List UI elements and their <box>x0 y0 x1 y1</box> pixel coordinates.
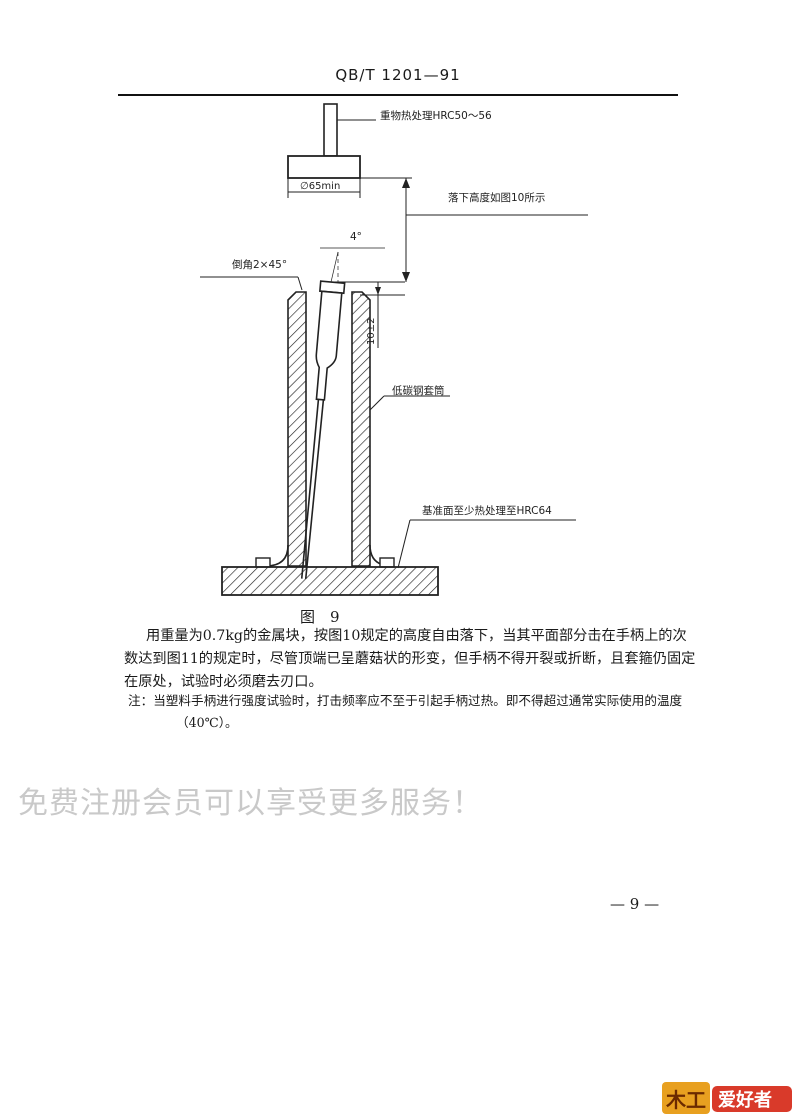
standard-code: QB/T 1201—91 <box>335 66 461 84</box>
bolt-left <box>255 557 271 568</box>
header-rule <box>118 94 678 96</box>
base-plate <box>221 566 439 596</box>
tool-handle <box>300 280 346 580</box>
page-header: QB/T 1201—91 <box>118 62 678 96</box>
sleeve-label: 低碳钢套筒 <box>392 384 445 397</box>
note-line-2: （40℃）。 <box>176 715 238 730</box>
page-number: — 9 — <box>610 895 660 913</box>
sleeve-left-wall <box>287 291 307 567</box>
diameter-label: ∅65min <box>300 181 340 192</box>
sleeve-right-wall <box>351 291 371 567</box>
weight-disk <box>287 155 361 179</box>
logo-mark-text: 木工 <box>665 1088 706 1112</box>
figure-caption: 图 9 <box>300 608 340 626</box>
logo-mark: 木工 爱好者 <box>662 1082 792 1114</box>
logo-text: 爱好者 <box>718 1089 772 1111</box>
note: 注：当塑料手柄进行强度试验时，打击频率应不至于引起手柄过热。即不得超过通常实际使… <box>128 690 698 734</box>
figure-9-drawing: ∅65min 重物热处理HRC50～56 落下高度如图10所示 4° 倒角2×4… <box>200 100 620 610</box>
base-label: 基准面至少热处理至HRC64 <box>422 504 552 517</box>
bolt-right <box>379 557 395 568</box>
height-label: 10±2 <box>366 318 377 345</box>
body-paragraph: 用重量为0.7kg的金属块，按图10规定的高度自由落下，当其平面部分击在手柄上的… <box>124 628 696 690</box>
watermark-text: 免费注册会员可以享受更多服务！ <box>18 786 483 821</box>
drop-height-label: 落下高度如图10所示 <box>448 191 545 204</box>
note-line-1: 注：当塑料手柄进行强度试验时，打击频率应不至于引起手柄过热。即不得超过通常实际使… <box>128 693 683 708</box>
site-logo: 木工 爱好者 <box>662 1080 794 1116</box>
weight-label: 重物热处理HRC50～56 <box>380 109 492 122</box>
chamfer-label: 倒角2×45° <box>232 259 287 271</box>
weight-stem <box>323 103 338 157</box>
angle-label: 4° <box>350 231 362 243</box>
figure-svg: ∅65min 重物热处理HRC50～56 落下高度如图10所示 4° 倒角2×4… <box>200 103 588 596</box>
